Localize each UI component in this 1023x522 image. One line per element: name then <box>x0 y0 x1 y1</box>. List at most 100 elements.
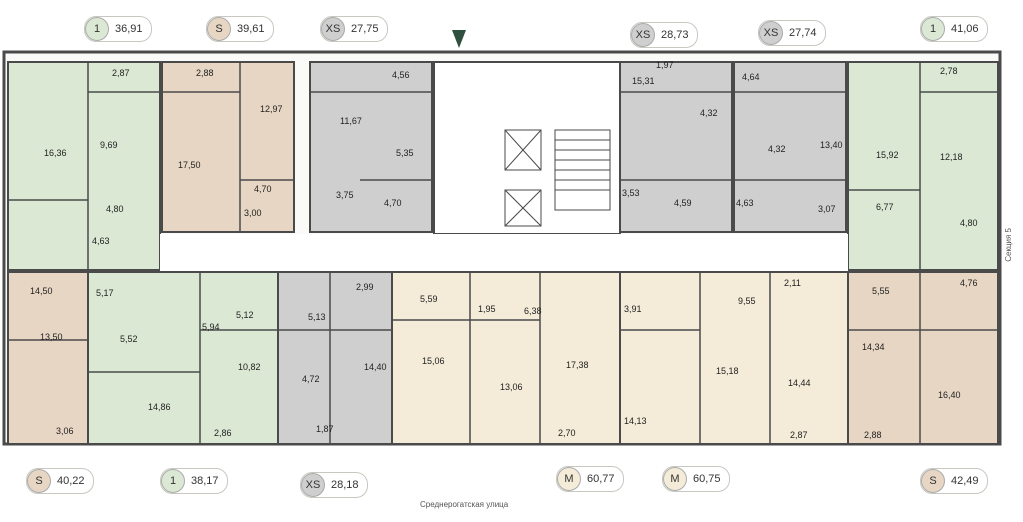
badge-bottom-2[interactable]: 1 38,17 <box>160 468 228 494</box>
corridor <box>160 234 848 272</box>
badge-bottom-4[interactable]: M 60,77 <box>556 466 624 492</box>
room-area-label: 4,76 <box>960 278 978 288</box>
room-area-label: 4,56 <box>392 70 410 80</box>
room-area-label: 9,69 <box>100 140 118 150</box>
apt-s-bottom-right[interactable] <box>847 271 999 445</box>
room-area-label: 2,87 <box>112 68 130 78</box>
room-area-label: 3,75 <box>336 190 354 200</box>
room-area-label: 15,18 <box>716 366 739 376</box>
room-area-label: 5,52 <box>120 334 138 344</box>
badge-top-3[interactable]: XS 27,75 <box>320 16 388 42</box>
stair-details <box>504 129 611 227</box>
apt-1-top-left[interactable] <box>7 61 161 271</box>
room-area-label: 5,35 <box>396 148 414 158</box>
area-label: 60,75 <box>693 473 721 485</box>
entrance-marker-icon <box>452 30 466 48</box>
room-area-label: 4,63 <box>736 198 754 208</box>
area-label: 28,18 <box>331 479 359 491</box>
room-area-label: 4,70 <box>254 184 272 194</box>
room-area-label: 1,87 <box>316 424 334 434</box>
apt-xs-top-2[interactable] <box>619 61 733 233</box>
room-area-label: 3,00 <box>244 208 262 218</box>
room-area-label: 12,18 <box>940 152 963 162</box>
room-area-label: 3,06 <box>56 426 74 436</box>
type-circle: 1 <box>921 17 945 41</box>
room-area-label: 3,91 <box>624 304 642 314</box>
room-area-label: 5,94 <box>202 322 220 332</box>
room-area-label: 13,40 <box>820 140 843 150</box>
room-area-label: 2,11 <box>784 278 801 288</box>
room-area-label: 2,78 <box>940 66 958 76</box>
badge-top-4[interactable]: XS 28,73 <box>630 22 698 48</box>
room-area-label: 14,86 <box>148 402 171 412</box>
apt-xs-top-3[interactable] <box>733 61 847 233</box>
room-area-label: 5,17 <box>96 288 114 298</box>
room-area-label: 2,88 <box>196 68 214 78</box>
room-area-label: 4,59 <box>674 198 692 208</box>
type-circle: XS <box>631 23 655 47</box>
badge-top-5[interactable]: XS 27,74 <box>758 20 826 46</box>
room-area-label: 15,92 <box>876 150 899 160</box>
room-area-label: 5,55 <box>872 286 890 296</box>
area-label: 27,75 <box>351 23 379 35</box>
area-label: 38,17 <box>191 475 219 487</box>
apt-m-bottom-2[interactable] <box>619 271 849 445</box>
room-area-label: 17,38 <box>566 360 589 370</box>
badge-top-6[interactable]: 1 41,06 <box>920 16 988 42</box>
area-label: 27,74 <box>789 27 817 39</box>
room-area-label: 15,31 <box>632 76 655 86</box>
room-area-label: 13,50 <box>40 332 63 342</box>
room-area-label: 5,59 <box>420 294 438 304</box>
apt-s-top[interactable] <box>161 61 295 233</box>
area-label: 60,77 <box>587 473 615 485</box>
badge-bottom-5[interactable]: M 60,75 <box>662 466 730 492</box>
room-area-label: 1,97 <box>656 60 674 70</box>
room-area-label: 2,86 <box>214 428 232 438</box>
type-circle: S <box>207 17 231 41</box>
room-area-label: 2,88 <box>864 430 882 440</box>
room-area-label: 4,72 <box>302 374 320 384</box>
room-area-label: 10,82 <box>238 362 261 372</box>
room-area-label: 14,13 <box>624 416 647 426</box>
section-label: Секция 5 <box>1004 228 1013 262</box>
street-label: Среднерогатская улица <box>420 500 509 509</box>
area-label: 39,61 <box>237 23 265 35</box>
room-area-label: 4,70 <box>384 198 402 208</box>
apt-xs-bottom[interactable] <box>277 271 393 445</box>
type-circle: XS <box>301 473 325 497</box>
badge-bottom-6[interactable]: S 42,49 <box>920 468 988 494</box>
badge-top-1[interactable]: 1 36,91 <box>84 16 152 42</box>
room-area-label: 4,64 <box>742 72 760 82</box>
room-area-label: 13,06 <box>500 382 523 392</box>
room-area-label: 3,53 <box>622 188 640 198</box>
badge-bottom-1[interactable]: S 40,22 <box>26 468 94 494</box>
badge-bottom-3[interactable]: XS 28,18 <box>300 472 368 498</box>
area-label: 36,91 <box>115 23 143 35</box>
room-area-label: 4,63 <box>92 236 110 246</box>
room-area-label: 9,55 <box>738 296 756 306</box>
apt-1-bottom[interactable] <box>87 271 279 445</box>
apt-m-bottom-1[interactable] <box>391 271 621 445</box>
interior-walls <box>8 62 998 444</box>
type-circle: 1 <box>161 469 185 493</box>
room-area-label: 14,50 <box>30 286 53 296</box>
type-circle: M <box>557 467 581 491</box>
room-area-label: 2,87 <box>790 430 808 440</box>
type-circle: XS <box>321 17 345 41</box>
room-area-label: 6,38 <box>524 306 542 316</box>
type-circle: 1 <box>85 17 109 41</box>
area-label: 41,06 <box>951 23 979 35</box>
area-label: 40,22 <box>57 475 85 487</box>
room-area-label: 4,32 <box>768 144 786 154</box>
apt-1-top-right[interactable] <box>847 61 999 271</box>
badge-top-2[interactable]: S 39,61 <box>206 16 274 42</box>
room-area-label: 3,07 <box>818 204 836 214</box>
room-area-label: 1,95 <box>478 304 496 314</box>
type-circle: XS <box>759 21 783 45</box>
room-area-label: 12,97 <box>260 104 283 114</box>
apt-xs-top-1[interactable] <box>309 61 433 233</box>
room-area-label: 16,40 <box>938 390 961 400</box>
room-area-label: 11,67 <box>340 116 362 126</box>
room-area-label: 16,36 <box>44 148 67 158</box>
